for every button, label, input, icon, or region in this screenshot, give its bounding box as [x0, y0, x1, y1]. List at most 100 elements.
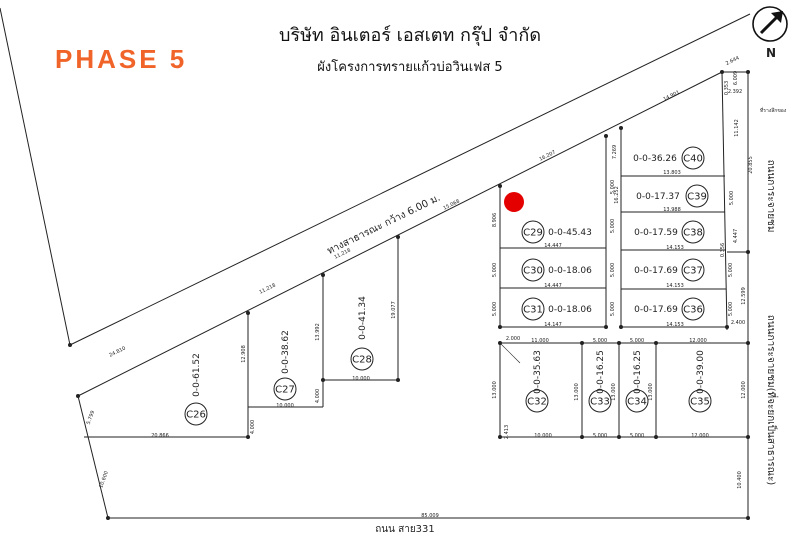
- lot-area-c39: 0-0-17.37: [636, 192, 680, 202]
- lot-circle-c26: [184, 402, 208, 426]
- boundary-marker: [498, 325, 502, 329]
- lot-area-c31: 0-0-18.06: [548, 305, 592, 315]
- dimension-label: 13.000: [492, 381, 498, 399]
- dimension-label: 13.992: [315, 323, 321, 341]
- lot-area-c27: 0-0-38.62: [281, 330, 291, 374]
- dimension-label: 5.000: [728, 302, 734, 316]
- dimension-label: 14.901: [662, 90, 680, 103]
- dimension-label: 16.252: [614, 186, 620, 204]
- dimension-label: 6.009: [733, 71, 739, 85]
- dimension-label: 5.000: [593, 433, 607, 439]
- internal-road-label: ทางสาธารณะ กว้าง 6.00 ม.: [325, 192, 442, 257]
- dimension-label: 85.009: [421, 513, 439, 519]
- left-lower-boundary: [77, 395, 109, 519]
- dimension-label: 19.077: [391, 301, 397, 319]
- dimension-label: 14.153: [666, 283, 684, 289]
- lot-circle-c35: [688, 389, 712, 413]
- dimension-label: 5.000: [728, 263, 734, 277]
- dimension-label: 2.400: [731, 320, 745, 326]
- boundary-marker: [619, 126, 623, 130]
- dimension-label: 5.000: [729, 191, 735, 205]
- boundary-marker: [746, 341, 750, 345]
- lot-id-c39: C39: [687, 192, 707, 203]
- lot-id-c31: C31: [523, 305, 543, 316]
- dimension-label: 20.855: [748, 156, 754, 174]
- boundary-marker: [654, 435, 658, 439]
- lot-circle-c28: [350, 347, 374, 371]
- dimension-label: 5.799: [86, 410, 97, 426]
- lot-circle-c27: [273, 377, 297, 401]
- boundary-marker: [654, 341, 658, 345]
- boundary-marker: [246, 435, 250, 439]
- lot-area-c26: 0-0-61.52: [192, 353, 202, 397]
- lot-area-c40: 0-0-36.26: [633, 154, 677, 164]
- boundary-marker: [76, 394, 80, 398]
- lot-id-c36: C36: [683, 305, 703, 316]
- lot-area-c37: 0-0-17.69: [634, 266, 678, 276]
- lot-id-c40: C40: [683, 154, 703, 165]
- dimension-label: 5.000: [610, 219, 616, 233]
- boundary-marker: [746, 435, 750, 439]
- boundary-marker: [580, 341, 584, 345]
- dimension-label: 20.866: [151, 433, 169, 439]
- dimension-label: 13.000: [574, 383, 580, 401]
- dimension-label: 12.000: [691, 433, 709, 439]
- dimension-label: 13.803: [663, 170, 681, 176]
- lot-area-c29: 0-0-45.43: [548, 228, 592, 238]
- lot-id-c26: C26: [186, 410, 206, 421]
- dimension-label: 24.810: [108, 346, 126, 359]
- company-name: บริษัท อินเตอร์ เอสเตท กรุ๊ป จำกัด: [278, 25, 542, 46]
- lot-circle-c29: [521, 220, 545, 244]
- boundary-marker: [68, 343, 72, 347]
- lot-circle-c39: [685, 184, 709, 208]
- dimension-label: 5.000: [610, 180, 616, 194]
- dimension-label: 13.000: [648, 383, 654, 401]
- right-road-lower-label: ถนนการะจายชม(ที่จะยกเป็นสาธารณะ): [765, 315, 779, 486]
- dimension-label: 0.356: [720, 243, 726, 257]
- dimension-label: 10.000: [534, 433, 552, 439]
- lot-area-c32: 0-0-35.63: [533, 350, 543, 394]
- lot-area-c33: 0-0-16.25: [596, 350, 606, 394]
- boundary-marker: [746, 70, 750, 74]
- dimension-label: 11.142: [734, 119, 740, 137]
- dimension-label: 5.000: [610, 263, 616, 277]
- dimension-label: 8.906: [492, 213, 498, 227]
- dimension-label: 4.000: [315, 389, 321, 403]
- lot-circle-c30: [521, 258, 545, 282]
- boundary-marker: [246, 311, 250, 315]
- left-boundary-line: [0, 7, 71, 346]
- dimension-label: 15.068: [442, 199, 460, 212]
- lot-circle-c33: [588, 389, 612, 413]
- top-right-note: ที่รางลึกของ: [760, 107, 787, 114]
- boundary-marker: [498, 184, 502, 188]
- dimension-label: 0.353: [724, 81, 730, 95]
- boundary-marker: [746, 250, 750, 254]
- dimension-label: 5.000: [630, 433, 644, 439]
- dimension-label: 14.147: [544, 322, 562, 328]
- boundary-marker: [498, 341, 502, 345]
- dimension-label: 14.153: [666, 245, 684, 251]
- lot-circle-c31: [521, 297, 545, 321]
- dimension-label: 12.000: [689, 338, 707, 344]
- corner-chamfer: [499, 342, 521, 364]
- lot-id-c33: C33: [590, 397, 610, 408]
- top-boundary-line: [69, 13, 751, 346]
- dimension-label: 10.000: [276, 403, 294, 409]
- lot-circle-c40: [681, 146, 705, 170]
- dimension-label: 5.000: [492, 302, 498, 316]
- dimension-label: 4.447: [733, 229, 739, 243]
- north-label: N: [766, 46, 776, 60]
- lot-id-c35: C35: [690, 397, 710, 408]
- dimension-label: 2.000: [506, 336, 520, 342]
- lot-circle-c38: [681, 220, 705, 244]
- lot-circle-c32: [525, 389, 549, 413]
- dimension-label: 14.447: [544, 283, 562, 289]
- right-road-upper-label: ถนนการะจายชม: [765, 160, 776, 233]
- dimension-label: 10.000: [352, 376, 370, 382]
- lot-id-c34: C34: [627, 397, 647, 408]
- dimension-label: 12.000: [741, 381, 747, 399]
- boundary-marker: [321, 273, 325, 277]
- dimension-label: 11.218: [258, 283, 276, 296]
- dimension-label: 2.644: [725, 55, 741, 67]
- dimension-label: 10.600: [98, 470, 110, 488]
